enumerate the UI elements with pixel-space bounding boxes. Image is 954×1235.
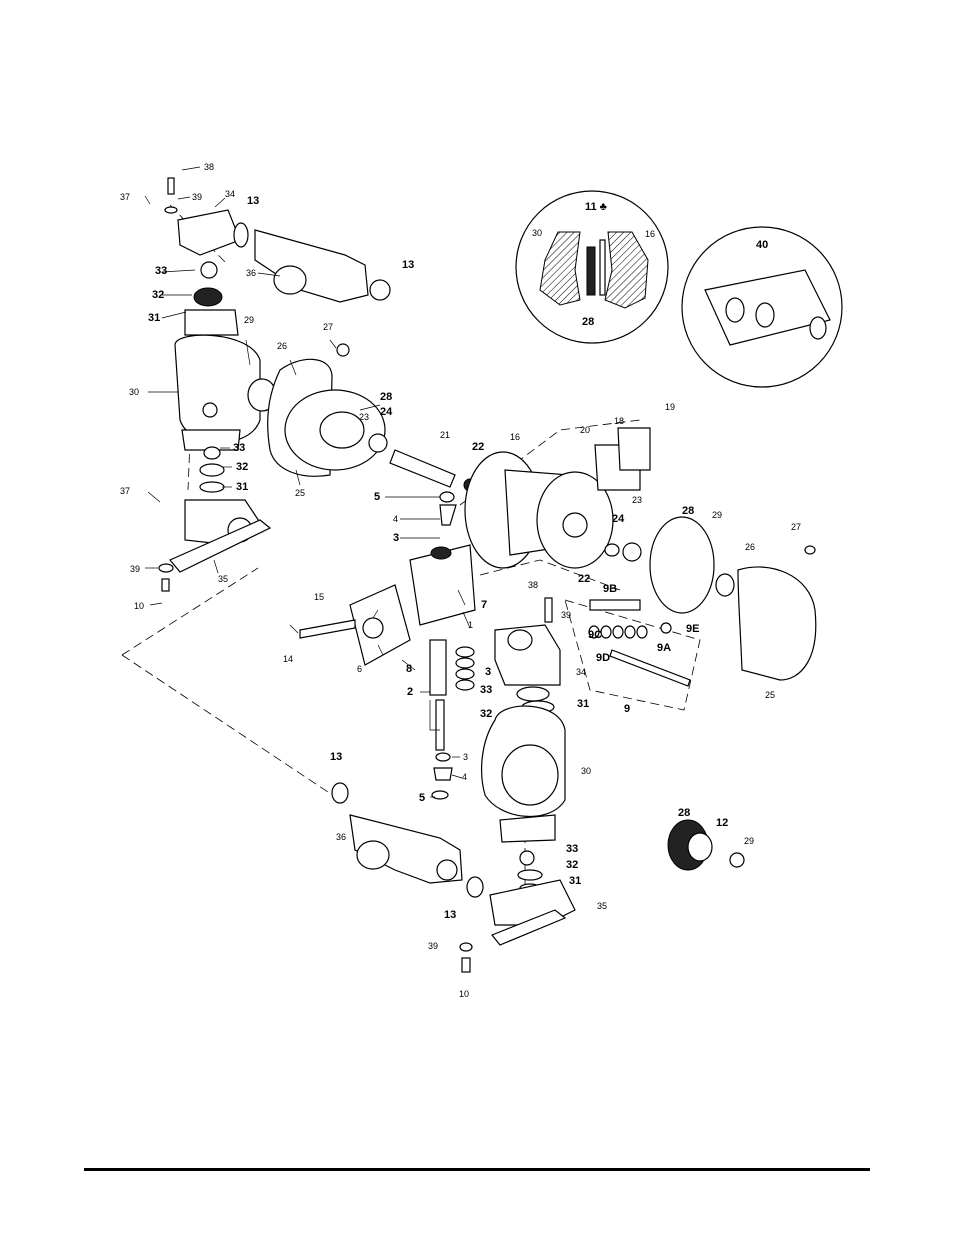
callout-29: 29 — [744, 836, 754, 846]
callout-19: 19 — [665, 402, 675, 412]
callout-26: 26 — [277, 341, 287, 351]
callout-31: 31 — [569, 875, 581, 887]
callout-28: 28 — [682, 505, 694, 517]
callout-9D: 9D — [596, 652, 610, 664]
callout-1: 1 — [468, 620, 473, 630]
callout-3: 3 — [463, 752, 468, 762]
callout-21: 21 — [440, 430, 450, 440]
callout-13: 13 — [444, 909, 456, 921]
callout-34: 34 — [225, 189, 235, 199]
callout-2: 2 — [407, 686, 413, 698]
callout-28: 28 — [380, 391, 392, 403]
callout-15: 15 — [314, 592, 324, 602]
air-valve-assembly — [300, 492, 475, 799]
callout-40: 40 — [756, 239, 768, 251]
callout-39: 39 — [130, 564, 140, 574]
callout-22: 22 — [472, 441, 484, 453]
callout-39: 39 — [561, 610, 571, 620]
callout-33: 33 — [566, 843, 578, 855]
callout-16: 16 — [645, 229, 655, 239]
callout-32: 32 — [152, 289, 164, 301]
callout-33: 33 — [480, 684, 492, 696]
callout-38: 38 — [528, 580, 538, 590]
callout-9B: 9B — [603, 583, 617, 595]
callout-5: 5 — [374, 491, 380, 503]
callout-8: 8 — [406, 663, 412, 675]
callout-20: 20 — [580, 425, 590, 435]
lower-manifold — [332, 783, 483, 897]
callout-29: 29 — [712, 510, 722, 520]
callout-30: 30 — [129, 387, 139, 397]
callout-29: 29 — [244, 315, 254, 325]
callout-34: 34 — [576, 667, 586, 677]
callout-23: 23 — [632, 495, 642, 505]
footer-rule — [84, 1168, 870, 1171]
callout-7: 7 — [481, 599, 487, 611]
callout-9E: 9E — [686, 623, 699, 635]
callout-31: 31 — [148, 312, 160, 324]
callout-27: 27 — [323, 322, 333, 332]
upper-clamp-diaphragm — [268, 344, 476, 491]
callout-32: 32 — [480, 708, 492, 720]
callout-11: 11 ♣ — [585, 201, 607, 213]
callout-27: 27 — [791, 522, 801, 532]
callout-3: 3 — [485, 666, 491, 678]
callout-36: 36 — [246, 268, 256, 278]
callout-16: 16 — [510, 432, 520, 442]
callout-4: 4 — [393, 514, 398, 524]
pilot-valve-kit — [589, 600, 690, 686]
callout-24: 24 — [612, 513, 625, 525]
callout-25: 25 — [295, 488, 305, 498]
callout-24: 24 — [380, 406, 393, 418]
lower-center-assembly — [460, 598, 575, 972]
callout-28: 28 — [678, 807, 690, 819]
callout-28: 28 — [582, 316, 594, 328]
callout-32: 32 — [236, 461, 248, 473]
callout-25: 25 — [765, 690, 775, 700]
callout-37: 37 — [120, 486, 130, 496]
callout-30: 30 — [532, 228, 542, 238]
callout-6: 6 — [357, 664, 362, 674]
callout-13: 13 — [330, 751, 342, 763]
callout-37: 37 — [120, 192, 130, 202]
callout-26: 26 — [745, 542, 755, 552]
callout-5: 5 — [419, 792, 425, 804]
diaphragm-detail — [668, 820, 744, 870]
callout-31: 31 — [577, 698, 589, 710]
callout-23: 23 — [359, 412, 369, 422]
callout-12: 12 — [716, 817, 728, 829]
callout-33: 33 — [233, 442, 245, 454]
callout-3: 3 — [393, 532, 399, 544]
callout-9C: 9C — [588, 629, 602, 641]
callout-31: 31 — [236, 481, 248, 493]
callout-35: 35 — [597, 901, 607, 911]
callout-10: 10 — [134, 601, 144, 611]
callout-10: 10 — [459, 989, 469, 999]
callout-9A: 9A — [657, 642, 671, 654]
callout-14: 14 — [283, 654, 293, 664]
callout-38: 38 — [204, 162, 214, 172]
callout-39: 39 — [192, 192, 202, 202]
callout-33: 33 — [155, 265, 167, 277]
callout-32: 32 — [566, 859, 578, 871]
callout-18: 18 — [614, 416, 624, 426]
detail-circle-manifold — [682, 227, 842, 387]
callout-39: 39 — [428, 941, 438, 951]
callout-35: 35 — [218, 574, 228, 584]
callout-13: 13 — [247, 195, 259, 207]
callout-22: 22 — [578, 573, 590, 585]
callout-30: 30 — [581, 766, 591, 776]
callout-36: 36 — [336, 832, 346, 842]
callout-4: 4 — [462, 772, 467, 782]
callout-13: 13 — [402, 259, 414, 271]
callout-9: 9 — [624, 703, 630, 715]
